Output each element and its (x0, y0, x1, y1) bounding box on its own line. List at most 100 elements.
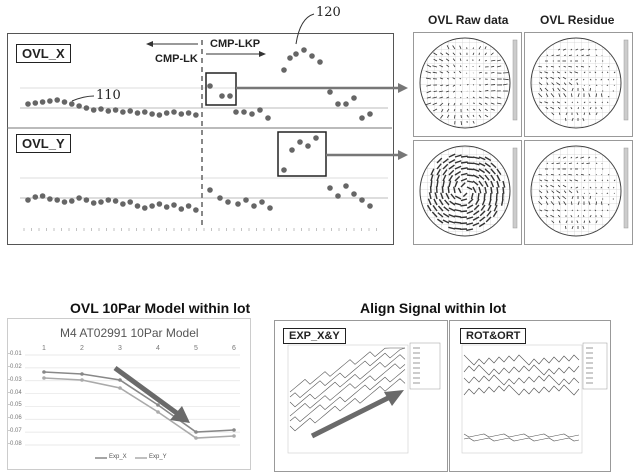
wafer-vector (466, 216, 474, 220)
wafer-vector (551, 54, 555, 56)
res-x-scale-bar (623, 39, 629, 121)
series-exp-x (43, 371, 235, 433)
wafer-vector (571, 225, 574, 230)
wafer-vector (447, 114, 450, 118)
wafer-vector (613, 84, 615, 86)
wafer-vector (433, 52, 438, 56)
wafer-vector (545, 76, 549, 80)
ovl-x-point (281, 67, 287, 73)
wafer-vector (470, 192, 474, 200)
wafer-vector (430, 168, 435, 176)
ovl-x-point (105, 108, 112, 114)
wafer-vector (487, 204, 492, 212)
wafer-vector (550, 66, 555, 68)
wafer-vector (442, 163, 449, 170)
wafer-vector (446, 70, 450, 74)
raw-map-x-wafer (419, 37, 511, 129)
wafer-vector (457, 187, 462, 194)
wafer-vector (586, 54, 591, 56)
ovl-x-point (219, 93, 225, 99)
wafer-vector (583, 112, 585, 116)
exp-signal-series (289, 369, 406, 423)
ovl-y-point (251, 203, 257, 209)
ovl-x-point (207, 83, 213, 89)
ovl-y-point (134, 203, 141, 209)
wafer-vector (557, 184, 561, 188)
wafer-vector (556, 101, 561, 104)
wafer-vector (454, 209, 462, 212)
wafer-vector (454, 215, 462, 218)
wafer-vector (426, 64, 432, 68)
wafer-vector (484, 96, 489, 99)
wafer-vector (490, 186, 493, 194)
wafer-vector (575, 48, 579, 51)
wafer-vector (600, 186, 603, 189)
wafer-vector (439, 64, 444, 68)
wafer-vector (568, 54, 573, 56)
wafer-vector (589, 106, 592, 110)
wafer-vector (582, 117, 585, 122)
wafer-vector (595, 201, 597, 206)
par-x-tick: 5 (194, 345, 198, 352)
wafer-vector (538, 82, 543, 86)
wafer-vector (478, 96, 482, 99)
increasing-signal-arrowhead (384, 390, 404, 406)
series-exp-x-point (80, 372, 84, 376)
wafer-vector (551, 209, 555, 212)
wafer-vector (570, 78, 573, 81)
ovl-y-point (225, 199, 231, 205)
wafer-vector (453, 71, 456, 74)
ovl-y-point (351, 191, 357, 197)
wafer-vector (454, 180, 459, 188)
wafer-vector (442, 169, 448, 176)
wafer-vector (568, 82, 573, 86)
par-y-tick: -0.08 (8, 441, 22, 447)
ovl-x-point (98, 106, 104, 112)
wafer-vector (556, 209, 561, 212)
raw-x-scale-bar (512, 39, 518, 121)
wafer-vector (539, 71, 543, 74)
series-exp-y (43, 377, 235, 439)
wafer-vector (496, 180, 500, 188)
wafer-vector (556, 162, 561, 164)
wafer-vector (452, 45, 456, 50)
wafer-vector (502, 78, 509, 81)
wafer-vector (459, 58, 462, 62)
ovl-y-point (163, 204, 170, 210)
wafer-vector (575, 186, 579, 189)
wafer-vector (580, 66, 585, 68)
wafer-vector (438, 58, 444, 62)
wafer-vector (600, 214, 603, 218)
wafer-vector (594, 71, 597, 74)
ovl-x-point (335, 101, 341, 107)
wafer-vector (562, 76, 567, 80)
wafer-vector (490, 102, 495, 105)
series-exp-y-point (232, 434, 236, 438)
wafer-vector (551, 71, 555, 74)
wafer-vector (490, 59, 496, 62)
wafer-vector (589, 214, 592, 218)
ovl-x-to-map-arrowhead (398, 83, 408, 93)
wafer-vector (466, 96, 468, 99)
raw-map-y-wafer (419, 145, 511, 237)
wafer-vector (546, 82, 549, 86)
wafer-vector (601, 179, 603, 182)
wafer-vector (576, 220, 579, 224)
wafer-vector (448, 207, 456, 212)
par-x-tick: 4 (156, 345, 160, 352)
wafer-vector (478, 222, 486, 228)
series-exp-y-point (156, 410, 160, 414)
wafer-vector (556, 190, 561, 194)
wafer-vector (438, 198, 444, 206)
decreasing-trend-arrow (113, 365, 180, 417)
ovl-x-point (76, 103, 82, 109)
wafer-vector (594, 179, 597, 182)
wafer-vector (545, 106, 549, 110)
wafer-vector (546, 174, 549, 176)
wafer-vector (441, 186, 444, 194)
wafer-vector (445, 58, 450, 62)
wafer-vector (492, 210, 498, 218)
wafer-vector (432, 96, 438, 99)
wafer-vector (478, 162, 486, 167)
wafer-vector (538, 66, 543, 68)
